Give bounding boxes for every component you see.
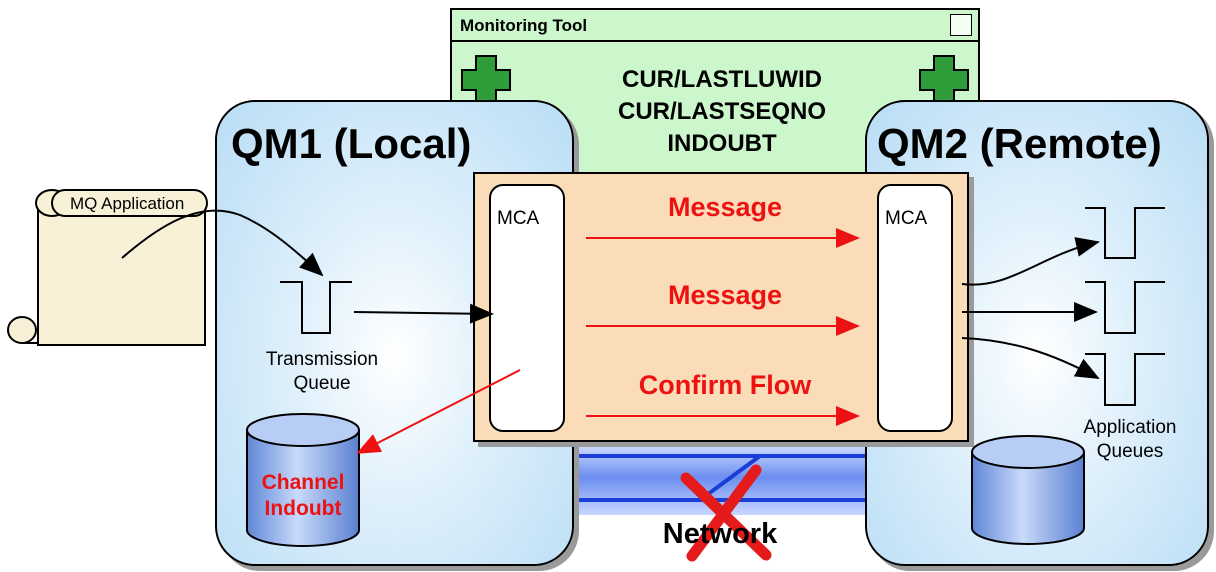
mq-application-scroll xyxy=(7,189,208,346)
channel-indoubt-label: Channel Indoubt xyxy=(247,470,359,522)
transmission-queue-label-line1: Transmission xyxy=(265,349,379,370)
qm-local-title: QM1 (Local) xyxy=(231,120,472,167)
channel-indoubt-cylinder-icon xyxy=(246,413,360,547)
app-to-queue-arrow xyxy=(121,209,324,277)
channel-indoubt-label-line1: Channel xyxy=(261,471,345,494)
monitoring-tool-titlebar: Monitoring Tool xyxy=(452,10,978,42)
application-queues-label-line1: Application xyxy=(1083,417,1177,438)
monitoring-tool-title: Monitoring Tool xyxy=(460,16,588,35)
mq-application-label: MQ Application xyxy=(70,194,185,213)
application-queue-icon xyxy=(1085,207,1165,259)
transmission-queue-icon xyxy=(280,281,352,334)
channel-panel: MCA MCA Message Message Confirm Flow xyxy=(473,172,969,442)
flow-label-confirm: Confirm Flow xyxy=(638,370,812,400)
network-pipe xyxy=(565,440,875,515)
mca-remote: MCA xyxy=(877,184,953,432)
flow-label-message-1: Message xyxy=(667,192,783,222)
network-label: Network xyxy=(662,518,778,550)
queue-to-mca-arrow xyxy=(353,303,494,324)
mca-to-app-queue-arrow xyxy=(961,237,1100,286)
mca-local-label: MCA xyxy=(497,208,540,229)
monitor-field-luwid: CUR/LASTLUWID xyxy=(622,66,822,93)
transmission-queue-label: Transmission Queue xyxy=(232,348,412,396)
application-queue-icon xyxy=(1085,281,1165,334)
monitor-field-seqno: CUR/LASTSEQNO xyxy=(617,98,826,125)
window-restore-icon[interactable] xyxy=(950,14,972,36)
qm-remote-title: QM2 (Remote) xyxy=(877,120,1162,167)
application-queues-label: Application Queues xyxy=(1050,416,1210,464)
channel-indoubt-label-line2: Indoubt xyxy=(264,497,342,520)
monitor-field-indoubt: INDOUBT xyxy=(667,130,777,157)
mca-to-app-queue-arrow xyxy=(961,337,1100,379)
monitor-field-list: CUR/LASTLUWID CUR/LASTSEQNO INDOUBT xyxy=(572,64,872,160)
flow-label-message-2: Message xyxy=(667,280,783,310)
network-failure-x-icon xyxy=(680,464,772,562)
indoubt-write-arrow xyxy=(356,369,521,454)
remote-storage-cylinder-icon xyxy=(971,435,1085,545)
application-queues-label-line2: Queues xyxy=(1096,441,1164,462)
transmission-queue-label-line2: Queue xyxy=(293,373,351,394)
application-queue-icon xyxy=(1085,353,1165,406)
mca-local: MCA xyxy=(489,184,565,432)
mca-remote-label: MCA xyxy=(885,208,928,229)
